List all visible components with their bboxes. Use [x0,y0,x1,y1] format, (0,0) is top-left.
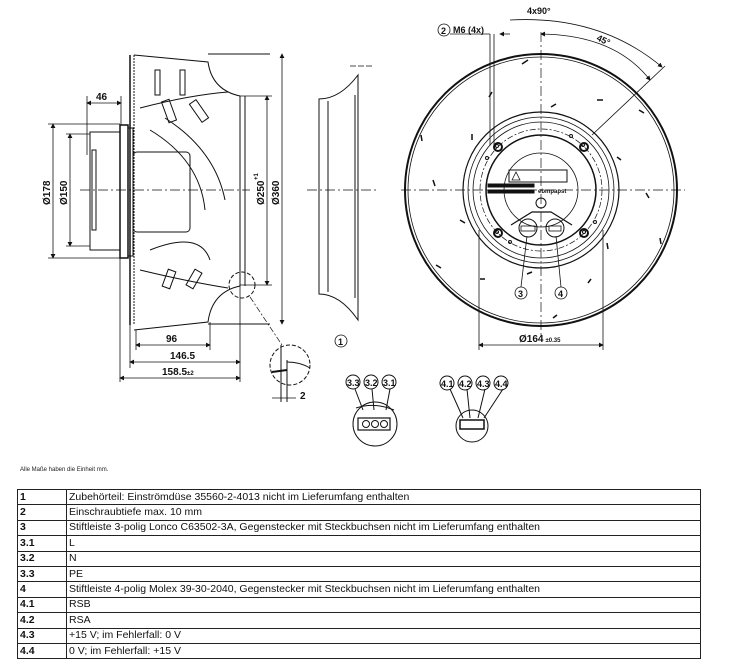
svg-text:3.2: 3.2 [365,378,378,388]
pin-4-3: 4.3 [475,375,491,391]
nozzle-marker: 1 [334,334,348,348]
dim-d150: Ø150 [59,180,70,205]
dim-d360: Ø360 [271,180,282,205]
pin-3-3: 3.3 [345,374,361,390]
legend-text: RSB [66,596,701,614]
svg-text:2: 2 [441,26,446,36]
legend-key: 2 [17,504,67,521]
legend-text: Stiftleiste 3-polig Lonco C63502-3A, Geg… [66,519,701,537]
legend-text: RSA [66,612,701,629]
side-view [80,53,283,346]
front-view-dimensions [450,19,666,350]
svg-text:M6 (4x): M6 (4x) [453,25,484,35]
dim-158-5-value: 158.5 [162,367,187,378]
mounting-holes [485,134,597,244]
legend-key: 3.1 [17,535,67,552]
legend-text: Einschraubtiefe max. 10 mm [66,504,701,521]
svg-text:1: 1 [338,337,343,347]
dim-158-5-tolerance: ±2 [187,371,194,377]
pin-4-2: 4.2 [457,375,473,391]
legend-key: 3.3 [17,565,67,583]
detail-view-screw-depth: 2 [269,344,311,402]
svg-text:4.1: 4.1 [441,379,454,389]
side-view-dimensions [48,53,285,382]
legend-key: 3.2 [17,550,67,567]
legend-key: 4.3 [17,627,67,644]
svg-text:3.3: 3.3 [347,378,360,388]
marker-3: 3 [514,286,528,300]
connector-4-pin-labels: 4.1 4.2 4.3 4.4 [439,375,509,391]
dim-d178: Ø178 [42,180,53,205]
legend-text: PE [66,565,701,583]
dim-146-5: 146.5 [170,351,195,362]
legend-key: 4.1 [17,596,67,614]
front-view [401,32,685,338]
technical-drawing: 46 Ø178 Ø150 Ø250 +1 Ø360 96 146.5 158.5… [42,6,685,447]
impeller-top-shroud [133,54,241,331]
legend-text: Stiftleiste 4-polig Molex 39-30-2040, Ge… [66,581,701,598]
svg-text:3.1: 3.1 [383,378,396,388]
front-view-labels: 2 M6 (4x) 4x90° 45° ebmpapst 3 4 Ø164±0.… [437,6,612,345]
legend-text: N [66,550,701,567]
angle-4x90: 4x90° [527,6,551,16]
brand-label: ebmpapst [538,189,566,195]
thread-callout: 2 M6 (4x) [437,23,484,37]
dim-d164: Ø164±0.35 [519,334,561,345]
dim-2: 2 [300,391,306,402]
dim-96: 96 [166,334,178,345]
side-view-labels: 46 Ø178 Ø150 Ø250 +1 Ø360 96 146.5 158.5… [42,92,282,378]
dim-158-5: 158.5±2 [162,367,194,378]
legend-row: 4.3+15 V; im Fehlerfall: 0 V [17,627,701,644]
pin-3-2: 3.2 [363,374,379,390]
connector-3-detail [352,388,398,447]
svg-text:4.3: 4.3 [477,379,490,389]
impeller-blades [139,69,229,290]
svg-text:3: 3 [518,289,523,299]
inlet-nozzle-view [307,65,377,322]
marker-4: 4 [554,286,568,300]
legend-text: +15 V; im Fehlerfall: 0 V [66,627,701,644]
blade-marks [420,59,662,319]
legend-key: 1 [17,488,67,506]
legend-text: 0 V; im Fehlerfall: +15 V [66,642,701,660]
connector-3-pin-labels: 3.3 3.2 3.1 [345,374,397,390]
units-note: Alle Maße haben die Einheit mm. [20,467,109,473]
motor-hub [132,151,191,233]
svg-text:4: 4 [558,289,563,299]
legend-key: 4 [17,581,67,598]
legend-key: 4.4 [17,642,67,660]
pin-3-1: 3.1 [381,374,397,390]
legend-key: 3 [17,519,67,537]
connector-4-detail [449,388,504,443]
legend-text: Zubehörteil: Einströmdüse 35560-2-4013 n… [66,488,701,506]
pin-4-1: 4.1 [439,375,455,391]
motor-flange [89,124,134,259]
legend-text: L [66,535,701,552]
pin-4-4: 4.4 [493,375,509,391]
svg-text:4.4: 4.4 [495,379,508,389]
legend-key: 4.2 [17,612,67,629]
dim-d250: Ø250 [256,180,267,205]
dim-d250-tolerance: +1 [254,172,260,180]
svg-text:4.2: 4.2 [459,379,472,389]
dim-46: 46 [96,92,108,103]
